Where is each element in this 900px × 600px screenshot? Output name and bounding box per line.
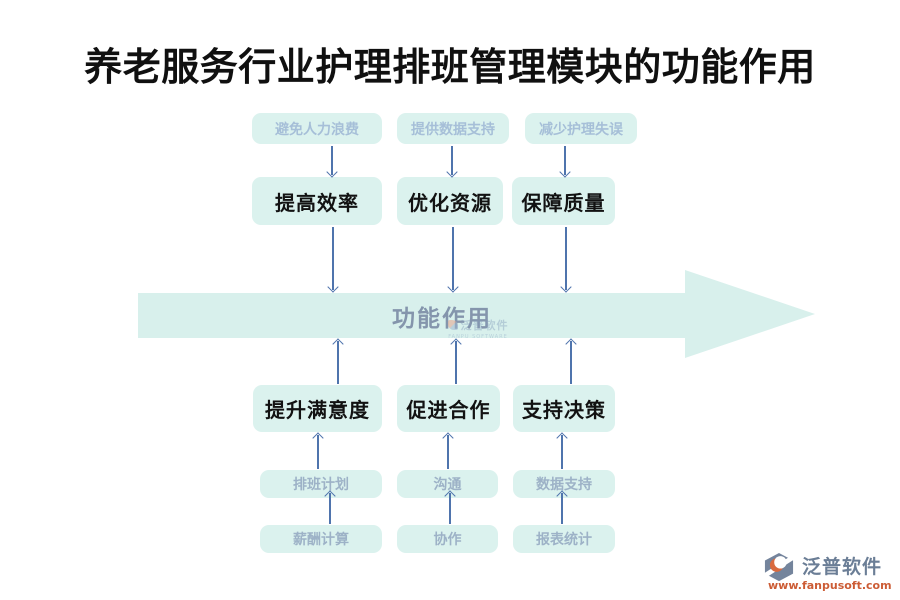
down-arrow-band-col3 (561, 226, 571, 291)
box-improve-efficiency: 提高效率 (252, 177, 382, 225)
box-provide-data-support: 提供数据支持 (397, 113, 509, 144)
fanpu-logo-icon (762, 552, 796, 582)
box-payroll-calculation: 薪酬计算 (260, 525, 382, 553)
down-arrow-top-col3 (560, 145, 570, 176)
up-arrow-band-col1 (333, 340, 343, 385)
page-title: 养老服务行业护理排班管理模块的功能作用 (84, 45, 816, 89)
fanpu-brand-name: 泛普软件 (802, 556, 883, 578)
function-band-arrow-head (685, 270, 815, 358)
fanpu-website-url: www.fanpusoft.com (768, 579, 892, 592)
down-arrow-top-col2 (447, 145, 457, 176)
box-report-statistics: 报表统计 (513, 525, 615, 553)
up-arrow-bottom-col3 (557, 492, 567, 525)
up-arrow-mid-col2 (443, 434, 453, 470)
box-communication: 沟通 (397, 470, 498, 498)
up-arrow-mid-col1 (313, 434, 323, 470)
box-collaboration: 协作 (397, 525, 498, 553)
box-shift-planning: 排班计划 (260, 470, 382, 498)
box-support-decisions: 支持决策 (513, 385, 615, 432)
function-band-arrow-body (138, 293, 685, 338)
up-arrow-bottom-col2 (445, 492, 455, 525)
down-arrow-band-col1 (328, 226, 338, 291)
up-arrow-bottom-col1 (325, 492, 335, 525)
up-arrow-band-col3 (566, 340, 576, 385)
down-arrow-top-col1 (327, 145, 337, 176)
up-arrow-mid-col3 (557, 434, 567, 470)
fanpu-brand-block: 泛普软件 www.fanpusoft.com (762, 549, 892, 595)
box-increase-satisfaction: 提升满意度 (253, 385, 382, 432)
function-band-label: 功能作用 (392, 305, 492, 332)
box-avoid-labor-waste: 避免人力浪费 (252, 113, 382, 144)
box-guarantee-quality: 保障质量 (512, 177, 615, 225)
box-promote-cooperation: 促进合作 (397, 385, 500, 432)
up-arrow-band-col2 (451, 340, 461, 385)
box-optimize-resources: 优化资源 (397, 177, 503, 225)
down-arrow-band-col2 (448, 226, 458, 291)
box-reduce-nursing-errors: 减少护理失误 (525, 113, 637, 144)
